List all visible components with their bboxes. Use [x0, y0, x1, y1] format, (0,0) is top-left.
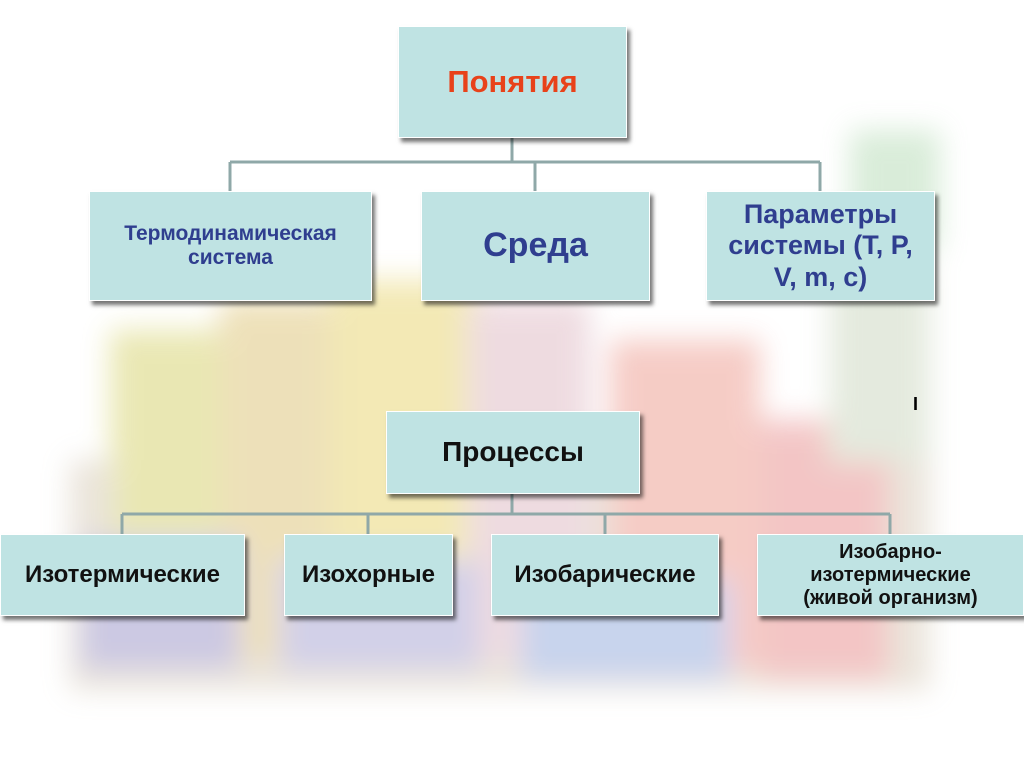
root-node: Понятия [398, 26, 627, 138]
process-node-isothermal: Изотермические [0, 534, 245, 616]
root-node-label: Понятия [447, 64, 578, 100]
processes-node-label: Процессы [442, 436, 584, 468]
concept-node-label: Термодинамическая система [124, 221, 337, 269]
stray-mark: I [913, 394, 919, 414]
concept-node-thermodynamic-system: Термодинамическая система [89, 191, 372, 301]
process-node-isochoric: Изохорные [284, 534, 453, 616]
process-node-label: Изобарно-изотермические (живой организм) [803, 540, 978, 609]
process-node-label: Изотермические [24, 561, 221, 589]
concept-node-system-parameters: Параметры системы (T, P, V, m, c) [706, 191, 935, 301]
processes-node: Процессы [386, 411, 640, 494]
process-node-isobaric-isothermal: Изобарно-изотермические (живой организм) [757, 534, 1024, 616]
concept-node-label: Среда [483, 226, 588, 265]
process-node-label: Изобарические [514, 561, 696, 589]
process-node-isobaric: Изобарические [491, 534, 719, 616]
concept-node-environment: Среда [421, 191, 650, 301]
process-node-label: Изохорные [301, 561, 436, 589]
concept-node-label: Параметры системы (T, P, V, m, c) [728, 199, 913, 292]
